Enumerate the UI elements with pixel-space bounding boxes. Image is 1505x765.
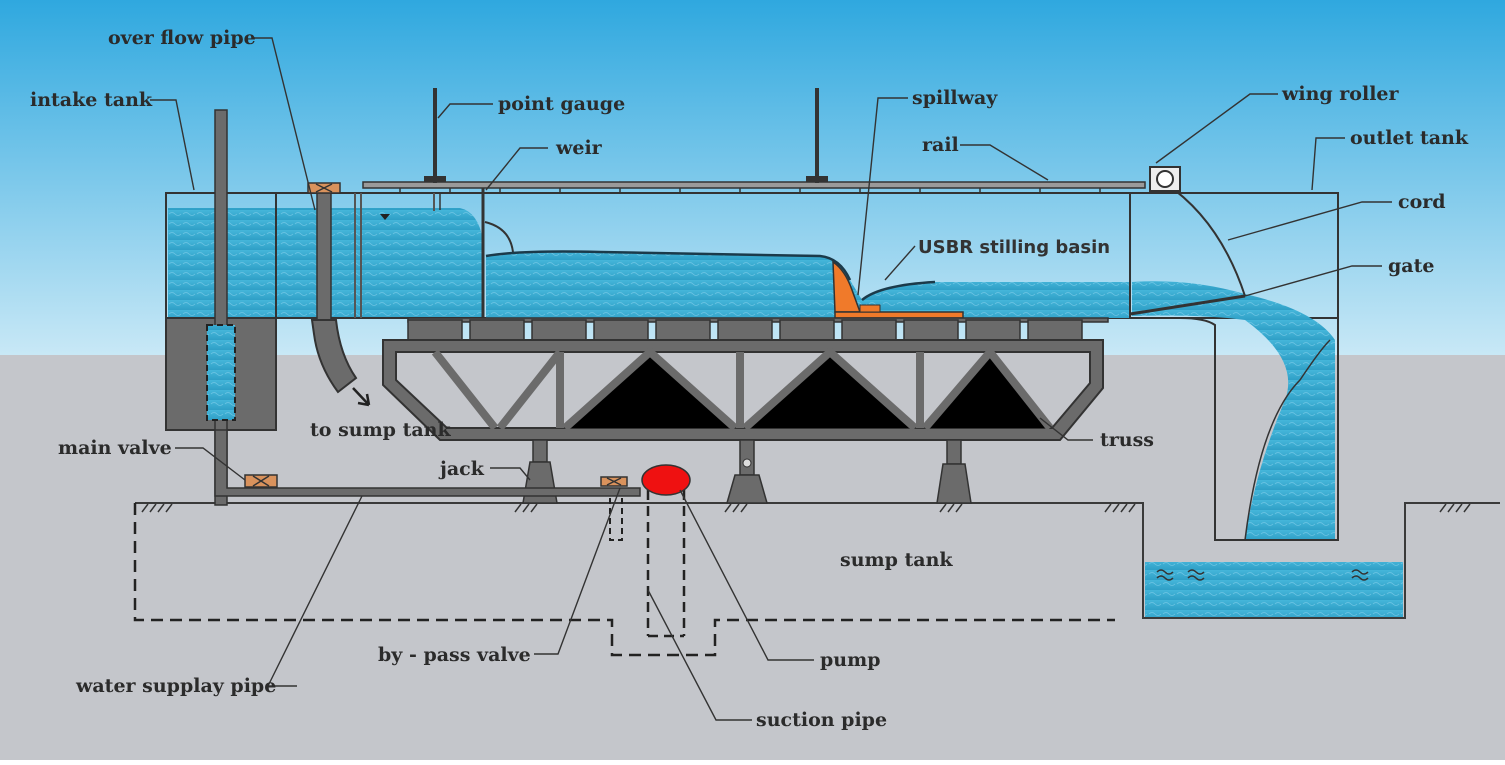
outlet-sump-wall: [1142, 503, 1406, 619]
label-outlet-tank: outlet tank: [1350, 127, 1469, 149]
wing-roller-icon: [1149, 166, 1181, 192]
gate-plate: [1129, 294, 1246, 316]
main-valve-icon: [244, 474, 278, 488]
label-water-supply-pipe: water supplay pipe: [75, 675, 276, 697]
rail: [362, 181, 1146, 193]
label-weir: weir: [555, 137, 603, 159]
inlet-screen: [354, 193, 362, 318]
label-by-pass-valve: by - pass valve: [378, 644, 531, 666]
pump-icon: [641, 464, 691, 496]
sump-tank-outline: [133, 503, 1115, 657]
label-truss: truss: [1100, 429, 1154, 451]
label-over-flow-pipe: over flow pipe: [108, 27, 256, 49]
jack-2: [726, 439, 768, 504]
label-intake-tank: intake tank: [30, 89, 153, 111]
water-level-symbol: [380, 214, 390, 220]
label-to-sump-tank: to sump tank: [310, 419, 451, 441]
truss: [382, 339, 1104, 441]
label-rail: rail: [922, 134, 959, 156]
leader-lines: [150, 37, 1392, 721]
jack-3: [936, 439, 972, 504]
usbr-stilling-basin: [834, 311, 964, 319]
water-supply-pipe: [214, 429, 641, 497]
label-pump: pump: [820, 649, 881, 671]
bypass-pipe-dashed: [609, 498, 623, 541]
channel-water-surface: [485, 250, 936, 301]
spillway-body: [832, 260, 862, 313]
basin-sill: [859, 304, 881, 313]
to-sump-arrow: [352, 387, 371, 407]
ground-hatch: [141, 503, 1471, 513]
label-usbr-stilling-basin: USBR stilling basin: [918, 237, 1110, 258]
flume-deck: [407, 317, 1109, 341]
label-sump-tank: sump tank: [840, 549, 953, 571]
outlet-sump-water: [1145, 562, 1403, 617]
supply-riser-inner: [206, 324, 236, 421]
label-jack: jack: [438, 458, 485, 480]
label-suction-pipe: suction pipe: [756, 709, 887, 731]
point-gauge-1: [424, 88, 446, 211]
suction-pipe-dashed: [646, 490, 686, 638]
overflow-pipe-vertical: [316, 192, 332, 322]
water-ripples: [1156, 569, 1369, 581]
overflow-valve-icon: [307, 182, 341, 194]
label-spillway: spillway: [912, 87, 998, 109]
label-wing-roller: wing roller: [1281, 83, 1399, 105]
overflow-pipe-elbow: [310, 319, 358, 394]
label-gate: gate: [1388, 255, 1434, 277]
point-gauge-2: [806, 88, 828, 183]
channel-water: [486, 251, 1130, 318]
outlet-jet-curve: [1244, 339, 1331, 541]
downstream-water: [1132, 281, 1335, 540]
bypass-valve-icon: [600, 476, 628, 487]
outlet-tank-outline: [1132, 193, 1339, 541]
label-main-valve: main valve: [58, 437, 172, 459]
weir-nappe: [484, 221, 514, 253]
label-cord: cord: [1398, 191, 1446, 213]
label-point-gauge: point gauge: [498, 93, 625, 115]
